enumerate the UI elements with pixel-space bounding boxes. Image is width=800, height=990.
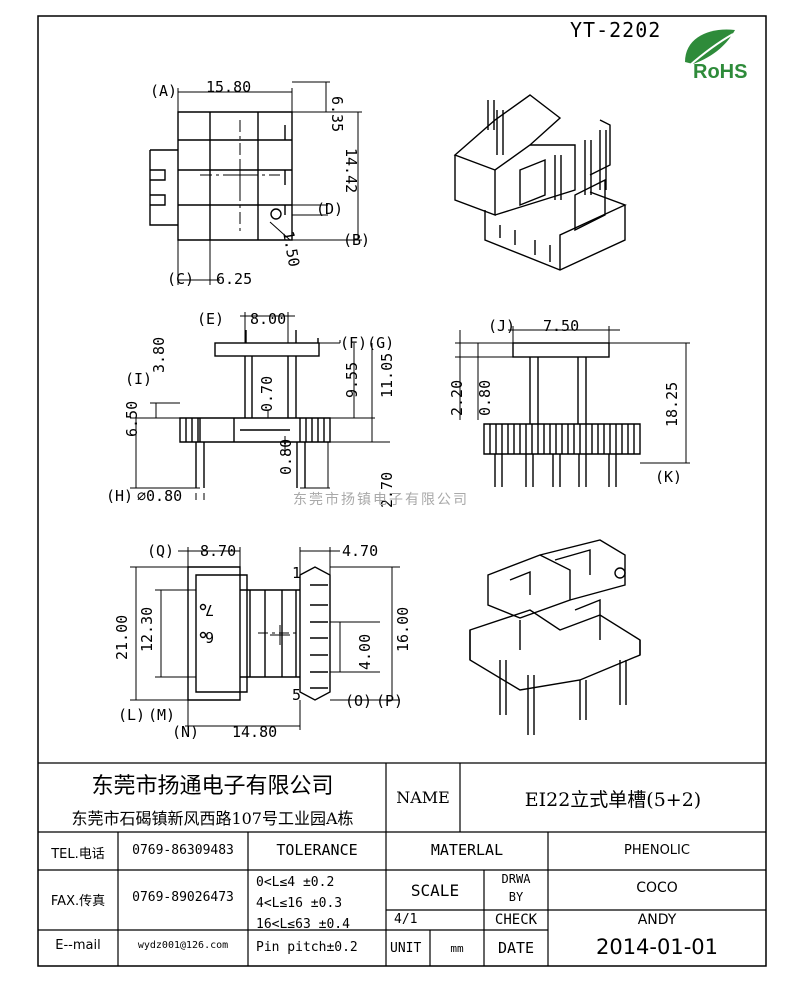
top-view [149, 111, 293, 241]
dim-14-80: 14.80 [232, 723, 277, 741]
label-l: (L) [118, 706, 145, 724]
dim-15-80: 15.80 [206, 78, 251, 96]
dim-8-70: 8.70 [200, 542, 236, 560]
top-view-dims [177, 81, 362, 285]
label-d: (D) [316, 200, 343, 218]
label-q: (Q) [147, 542, 174, 560]
pin-1-marker: 1 [292, 564, 301, 582]
label-fg: (F)(G) [340, 334, 394, 352]
drwa-label: DRWA [501, 872, 531, 886]
date-label: DATE [497, 939, 535, 957]
date-value: 2014-01-01 [595, 935, 719, 959]
dim-8-00: 8.00 [250, 310, 286, 328]
check-label: CHECK [494, 912, 538, 928]
tolerance-row-3: 16<L≤63 ±0.4 [256, 917, 350, 932]
fax-value: 0769-89026473 [132, 890, 234, 905]
dim-pin-0-80: ⌀0.80 [137, 487, 182, 505]
label-o: (O) [345, 692, 372, 710]
dim-6-25: 6.25 [216, 270, 252, 288]
email-label: E--mail [55, 938, 101, 953]
iso-view-top [453, 94, 627, 271]
front-view [483, 342, 641, 487]
tel-value: 0769-86309483 [132, 843, 234, 858]
material-value: PHENOLIC [624, 843, 690, 858]
dim-3-80: 3.80 [150, 337, 168, 373]
label-e: (E) [197, 310, 224, 328]
bottom-view-labels: (Q) 8.70 4.70 21.00 12.30 4.00 16.00 (L)… [113, 542, 412, 741]
sheet-border [37, 15, 767, 967]
side-view [179, 330, 331, 488]
label-j: (J) [488, 317, 515, 335]
label-p: (P) [376, 692, 403, 710]
drawn-by-value: COCO [636, 880, 678, 896]
dim-pin-1-50: 1.50 [279, 230, 303, 269]
tolerance-row-4: Pin pitch±0.2 [256, 940, 358, 955]
front-view-labels: (J) 7.50 2.20 0.80 18.25 (K) [448, 317, 682, 486]
tel-label: TEL.电话 [51, 847, 105, 862]
bottom-view [187, 566, 331, 701]
company-name: 东莞市扬通电子有限公司 [91, 774, 334, 799]
bottom-view-dims [130, 547, 400, 730]
dim-14-42: 14.42 [342, 148, 360, 193]
label-g: (G) [367, 334, 394, 352]
dim-pin-0-80-value: 0.80 [146, 487, 182, 505]
fax-label: FAX.传真 [50, 894, 106, 909]
by-label: BY [508, 890, 524, 904]
part-number: YT-2202 [570, 18, 662, 42]
dim-12-30: 12.30 [138, 607, 156, 652]
label-n: (N) [172, 723, 199, 741]
dim-0-70: 0.70 [258, 376, 276, 412]
front-view-dims [455, 326, 690, 464]
dim-9-55: 9.55 [343, 362, 361, 398]
unit-label: UNIT [390, 941, 422, 956]
tolerance-label: TOLERANCE [276, 841, 358, 859]
label-f: (F) [340, 334, 367, 352]
material-label: MATERLAL [430, 841, 504, 859]
dim-4-00: 4.00 [356, 634, 374, 670]
dim-2-70: 2.70 [378, 472, 396, 508]
email-value: wydz001@126.com [137, 940, 229, 951]
side-view-labels: (E) 8.00 (F)(G) (I) 3.80 6.50 0.70 9.55 … [106, 310, 396, 508]
dim-16-00: 16.00 [394, 607, 412, 652]
label-a: (A) [150, 82, 177, 100]
dim-21-00: 21.00 [113, 615, 131, 660]
dim-11-05: 11.05 [378, 353, 396, 398]
part-name: EI22立式单槽(5+2) [524, 789, 702, 811]
dim-0-80: 0.80 [277, 439, 295, 475]
pin-6-marker: 6 [205, 628, 214, 646]
dim-7-50: 7.50 [543, 317, 579, 335]
label-h: (H) [106, 487, 133, 505]
dim-6-50: 6.50 [123, 401, 141, 437]
dim-18-25: 18.25 [663, 382, 681, 427]
unit-value: mm [450, 942, 464, 955]
tolerance-row-1: 0<L≤4 ±0.2 [256, 875, 335, 890]
top-view-labels: (A) 15.80 6.35 14.42 (D) (B) (C) 6.25 1.… [150, 78, 370, 288]
title-block-grid [38, 762, 766, 966]
dim-2-20: 2.20 [448, 380, 466, 416]
label-m: (M) [148, 706, 175, 724]
scale-value: 4/1 [394, 912, 418, 927]
pin-7-marker: 7 [205, 601, 214, 619]
name-label: NAME [396, 788, 450, 807]
label-b: (B) [343, 231, 370, 249]
dim-4-70: 4.70 [342, 542, 378, 560]
label-i: (I) [125, 370, 152, 388]
label-c: (C) [167, 270, 194, 288]
iso-view-bottom [469, 539, 641, 735]
rohs-logo: RoHS [685, 29, 747, 82]
watermark: 东莞市扬镇电子有限公司 [293, 492, 469, 508]
dim-0-80-front: 0.80 [476, 380, 494, 416]
pin-5-marker: 5 [292, 686, 301, 704]
checked-by-value: ANDY [637, 912, 677, 928]
scale-label: SCALE [410, 881, 460, 900]
company-address: 东莞市石碣镇新风西路107号工业园A栋 [71, 809, 354, 828]
rohs-leaf-icon [685, 29, 735, 64]
label-k: (K) [655, 468, 682, 486]
dim-6-35: 6.35 [328, 96, 346, 132]
side-view-dims [130, 312, 390, 500]
rohs-text: RoHS [693, 61, 747, 82]
tolerance-row-2: 4<L≤16 ±0.3 [256, 896, 343, 911]
